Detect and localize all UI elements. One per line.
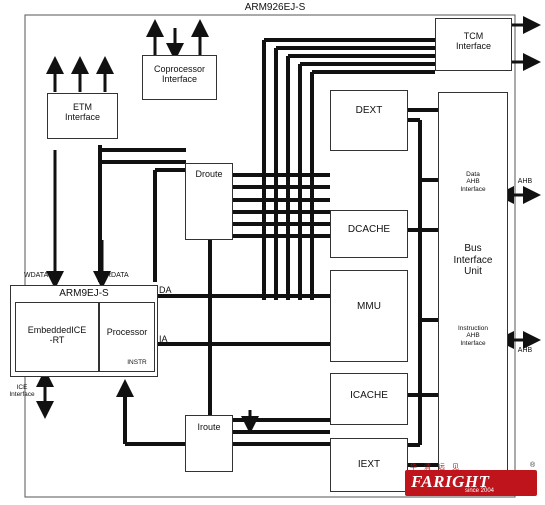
etm-interface-block: ETM Interface (47, 93, 118, 139)
arm926-boundary (24, 14, 516, 498)
coprocessor-label: Coprocessor Interface (153, 64, 206, 85)
tcm-label: TCM Interface (455, 31, 492, 52)
droute-label: Droute (195, 169, 223, 179)
data-ahb-interface-label: Data AHB Interface (460, 171, 486, 193)
fariight-logo: FARIGHT since 2004 (405, 470, 537, 496)
embedded-ice-block: EmbeddedICE -RT (15, 302, 99, 372)
ahb-instruction-label: AHB (517, 347, 533, 354)
dcache-label: DCACHE (347, 224, 391, 235)
etm-label: ETM Interface (64, 102, 101, 123)
iext-block: IEXT (330, 438, 408, 492)
arrows (36, 16, 541, 444)
iext-label: IEXT (357, 459, 381, 470)
dcache-block: DCACHE (330, 210, 408, 258)
arm9ejs-label: ARM9EJ-S (59, 288, 109, 299)
arm9ejs-core-block: ARM9EJ-S EmbeddedICE -RT Processor INSTR (10, 285, 158, 377)
embedded-ice-label: EmbeddedICE -RT (27, 325, 87, 346)
mmu-block: MMU (330, 270, 408, 362)
processor-label: Processor (106, 327, 148, 337)
logo-chinese-text: 华清远见 (410, 464, 466, 471)
instr-label: INSTR (127, 359, 147, 366)
dext-label: DEXT (355, 105, 383, 116)
ahb-data-label: AHB (517, 178, 533, 185)
droute-block: Droute (185, 163, 233, 240)
wdata-label: WDATA (24, 272, 49, 279)
da-label: DA (159, 285, 172, 295)
bus-interface-unit-block: Bus Interface Unit Data AHB Interface In… (438, 92, 508, 490)
iroute-label: Iroute (197, 422, 221, 432)
biu-label: Bus Interface Unit (453, 243, 493, 277)
icache-block: ICACHE (330, 373, 408, 425)
rdata-label: RDATA (106, 272, 129, 279)
ia-label: IA (159, 334, 168, 344)
dext-block: DEXT (330, 90, 408, 151)
logo-registered-mark: ® (530, 462, 536, 469)
iroute-block: Iroute (185, 415, 233, 472)
processor-block: Processor INSTR (99, 302, 155, 372)
mmu-label: MMU (357, 301, 381, 312)
logo-text: FARIGHT (411, 472, 490, 491)
instruction-ahb-interface-label: Instruction AHB Interface (458, 325, 488, 347)
tcm-interface-block: TCM Interface (435, 18, 512, 71)
chip-title: ARM926EJ-S (244, 2, 306, 13)
ice-interface-label: ICE Interface (9, 384, 35, 399)
icache-label: ICACHE (350, 390, 388, 401)
logo-subtext: since 2004 (465, 488, 495, 494)
coprocessor-interface-block: Coprocessor Interface (142, 55, 217, 100)
